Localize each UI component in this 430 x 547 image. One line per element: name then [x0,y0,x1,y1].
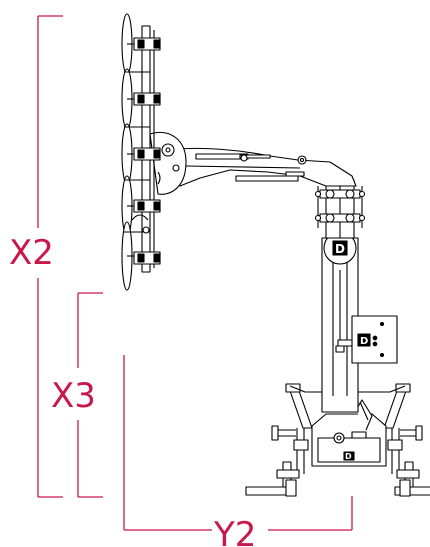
dimension-label-x2: X2 [9,233,54,273]
boom-arm [149,132,357,195]
base-logo-icon [343,451,355,461]
mast-logo-text: D [335,242,345,256]
dimension-labels: X2 X3 Y2 [9,233,256,547]
mast-head [314,179,366,239]
dimension-lines [37,15,353,531]
base-logo-text: D [345,452,352,461]
mast-logo-icon [332,240,348,256]
machine-drawing: D D D [121,13,430,497]
control-box-logo-icon [357,333,371,347]
x3-bracket [77,292,103,498]
vacuum-frame [121,13,161,291]
control-box-logo-text: D [360,336,368,347]
pad-fittings [133,37,161,265]
y2-bracket [123,355,353,531]
base-housing: D [311,399,387,467]
dimension-label-y2: Y2 [213,515,256,547]
suction-pad-5 [121,221,142,291]
x2-bracket [37,15,63,498]
control-box: D [337,315,398,364]
dimension-label-x3: X3 [51,376,96,416]
